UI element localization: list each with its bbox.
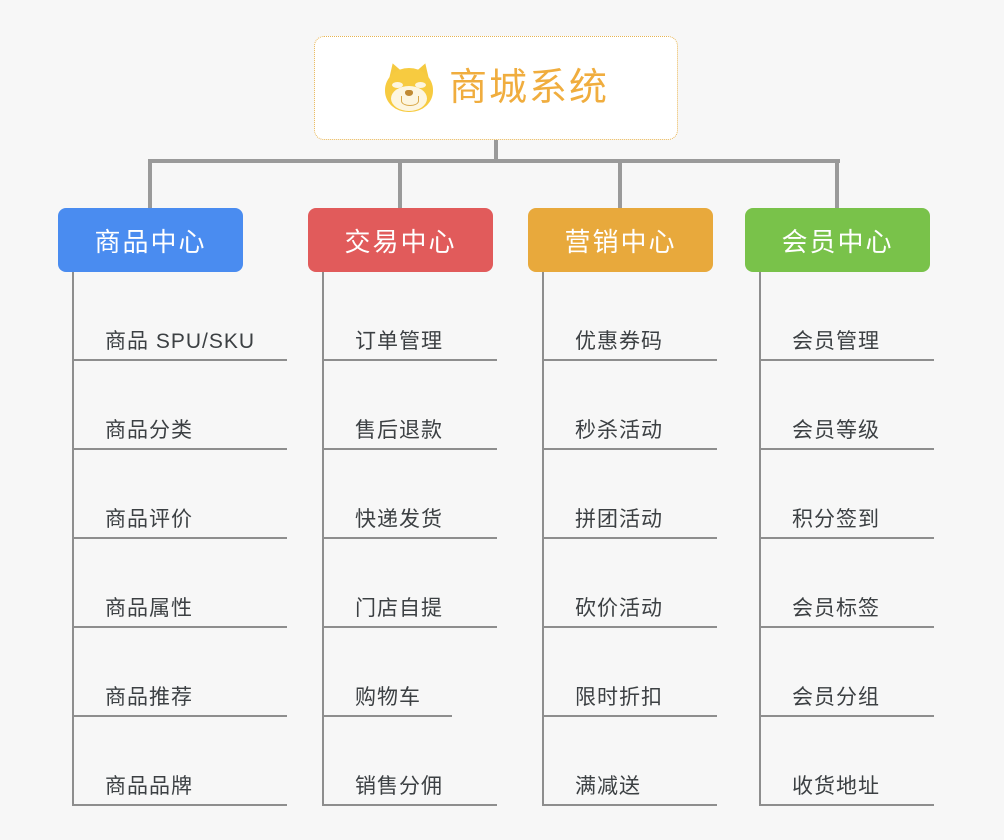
leaf-item[interactable]: 拼团活动: [542, 450, 717, 539]
leaf-item[interactable]: 限时折扣: [542, 628, 717, 717]
leaf-item-label: 会员管理: [792, 330, 880, 353]
root-title: 商城系统: [448, 67, 609, 109]
leaf-item-label: 拼团活动: [575, 508, 663, 531]
leaf-item-label: 售后退款: [355, 419, 443, 442]
leaf-item[interactable]: 积分签到: [759, 450, 934, 539]
connector-root-stem: [494, 140, 498, 163]
leaf-item-label: 限时折扣: [575, 686, 663, 709]
leaf-item[interactable]: 售后退款: [322, 361, 497, 450]
category-header-label: 会员中心: [781, 226, 894, 257]
leaf-item[interactable]: 秒杀活动: [542, 361, 717, 450]
shiba-dog-icon: [383, 60, 435, 114]
leaf-item[interactable]: 会员等级: [759, 361, 934, 450]
leaf-trunk: [542, 272, 544, 806]
leaf-item[interactable]: 会员管理: [759, 272, 934, 361]
leaf-item[interactable]: 商品评价: [72, 450, 287, 539]
leaf-item[interactable]: 门店自提: [322, 539, 497, 628]
root-node[interactable]: 商城系统: [314, 36, 678, 140]
leaf-item[interactable]: 砍价活动: [542, 539, 717, 628]
leaf-item-label: 门店自提: [355, 597, 443, 620]
leaf-item[interactable]: 商品 SPU/SKU: [72, 272, 287, 361]
leaf-trunk: [322, 272, 324, 806]
leaf-item[interactable]: 收货地址: [759, 717, 934, 806]
leaf-item[interactable]: 商品分类: [72, 361, 287, 450]
leaf-item-label: 商品评价: [105, 508, 193, 531]
category-header-2[interactable]: 交易中心: [308, 208, 493, 272]
leaf-item-label: 销售分佣: [355, 775, 443, 798]
leaf-item-label: 秒杀活动: [575, 419, 663, 442]
leaf-item[interactable]: 订单管理: [322, 272, 497, 361]
leaf-item[interactable]: 满减送: [542, 717, 717, 806]
leaf-item[interactable]: 商品品牌: [72, 717, 287, 806]
leaf-item-label: 积分签到: [792, 508, 880, 531]
leaf-item-label: 购物车: [355, 686, 421, 709]
connector-drop-3: [618, 159, 622, 209]
connector-drop-2: [398, 159, 402, 209]
leaf-item[interactable]: 商品推荐: [72, 628, 287, 717]
leaf-item-label: 满减送: [575, 775, 641, 798]
leaf-item-label: 快递发货: [355, 508, 443, 531]
leaf-item-label: 收货地址: [792, 775, 880, 798]
leaf-item-label: 优惠券码: [575, 330, 663, 353]
leaf-item-label: 会员标签: [792, 597, 880, 620]
category-header-label: 商品中心: [94, 226, 207, 257]
leaf-item[interactable]: 优惠券码: [542, 272, 717, 361]
leaf-item-label: 商品品牌: [105, 775, 193, 798]
category-header-label: 交易中心: [344, 226, 457, 257]
leaf-item-label: 商品属性: [105, 597, 193, 620]
connector-drop-4: [835, 159, 839, 209]
category-header-1[interactable]: 商品中心: [58, 208, 243, 272]
leaf-item-label: 商品分类: [105, 419, 193, 442]
leaf-item-label: 砍价活动: [575, 597, 663, 620]
leaf-item-label: 商品推荐: [105, 686, 193, 709]
leaf-item[interactable]: 快递发货: [322, 450, 497, 539]
leaf-item[interactable]: 会员标签: [759, 539, 934, 628]
category-header-3[interactable]: 营销中心: [528, 208, 713, 272]
leaf-item[interactable]: 购物车: [322, 628, 452, 717]
leaf-item[interactable]: 商品属性: [72, 539, 287, 628]
connector-horizontal-bus: [150, 159, 840, 163]
leaf-item-label: 商品 SPU/SKU: [105, 330, 256, 353]
category-header-4[interactable]: 会员中心: [745, 208, 930, 272]
leaf-item-label: 会员等级: [792, 419, 880, 442]
leaf-item-label: 会员分组: [792, 686, 880, 709]
leaf-trunk: [72, 272, 74, 806]
category-header-label: 营销中心: [564, 226, 677, 257]
connector-drop-1: [148, 159, 152, 209]
leaf-item[interactable]: 销售分佣: [322, 717, 497, 806]
leaf-item-label: 订单管理: [355, 330, 443, 353]
leaf-item[interactable]: 会员分组: [759, 628, 934, 717]
leaf-trunk: [759, 272, 761, 806]
